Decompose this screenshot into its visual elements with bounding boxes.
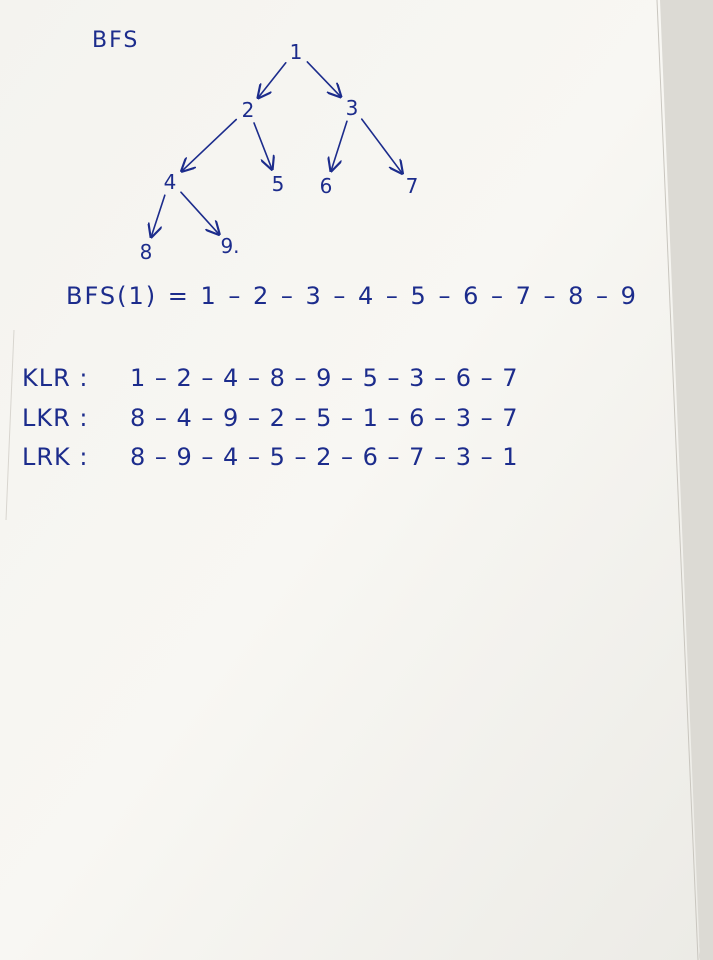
tree-edge-arrow [151, 194, 166, 237]
tree-node-label: 2 [242, 98, 255, 122]
tree-edge-arrow [258, 61, 287, 98]
traversal-sequence: 8 – 4 – 9 – 2 – 5 – 1 – 6 – 3 – 7 [130, 404, 519, 432]
tree-node-label: 5 [272, 172, 285, 196]
bfs-tree: 1 2 3 4 5 6 7 8 9. [140, 40, 419, 264]
traversal-lrk: LRK : 8 – 9 – 4 – 5 – 2 – 6 – 7 – 3 – 1 [22, 443, 519, 471]
traversal-lkr: LKR : 8 – 4 – 9 – 2 – 5 – 1 – 6 – 3 – 7 [22, 404, 519, 432]
bfs-result-line: BFS(1) = 1 – 2 – 3 – 4 – 5 – 6 – 7 – 8 –… [66, 282, 638, 310]
tree-node-label: 9. [220, 234, 239, 258]
traversal-label: LRK : [22, 443, 89, 471]
traversal-label: KLR : [22, 364, 89, 392]
tree-edge-arrow [306, 61, 340, 97]
traversal-sequence: 1 – 2 – 4 – 8 – 9 – 5 – 3 – 6 – 7 [130, 364, 519, 392]
tree-edge-arrow [331, 120, 348, 171]
tree-edge-arrow [253, 122, 272, 169]
tree-edge-arrow [360, 118, 402, 173]
tree-node-label: 3 [346, 96, 359, 120]
traversal-label: LKR : [22, 404, 89, 432]
traversal-klr: KLR : 1 – 2 – 4 – 8 – 9 – 5 – 3 – 6 – 7 [22, 364, 519, 392]
page-heading: BFS [92, 28, 140, 53]
traversal-sequence: 8 – 9 – 4 – 5 – 2 – 6 – 7 – 3 – 1 [130, 443, 519, 471]
tree-node-label: 4 [164, 170, 177, 194]
tree-edge-arrow [180, 191, 219, 234]
tree-node-label: 8 [140, 240, 153, 264]
tree-node-label: 1 [290, 40, 303, 64]
tree-node-label: 7 [406, 174, 419, 198]
tree-edge-arrow [182, 118, 238, 171]
tree-node-label: 6 [320, 174, 333, 198]
